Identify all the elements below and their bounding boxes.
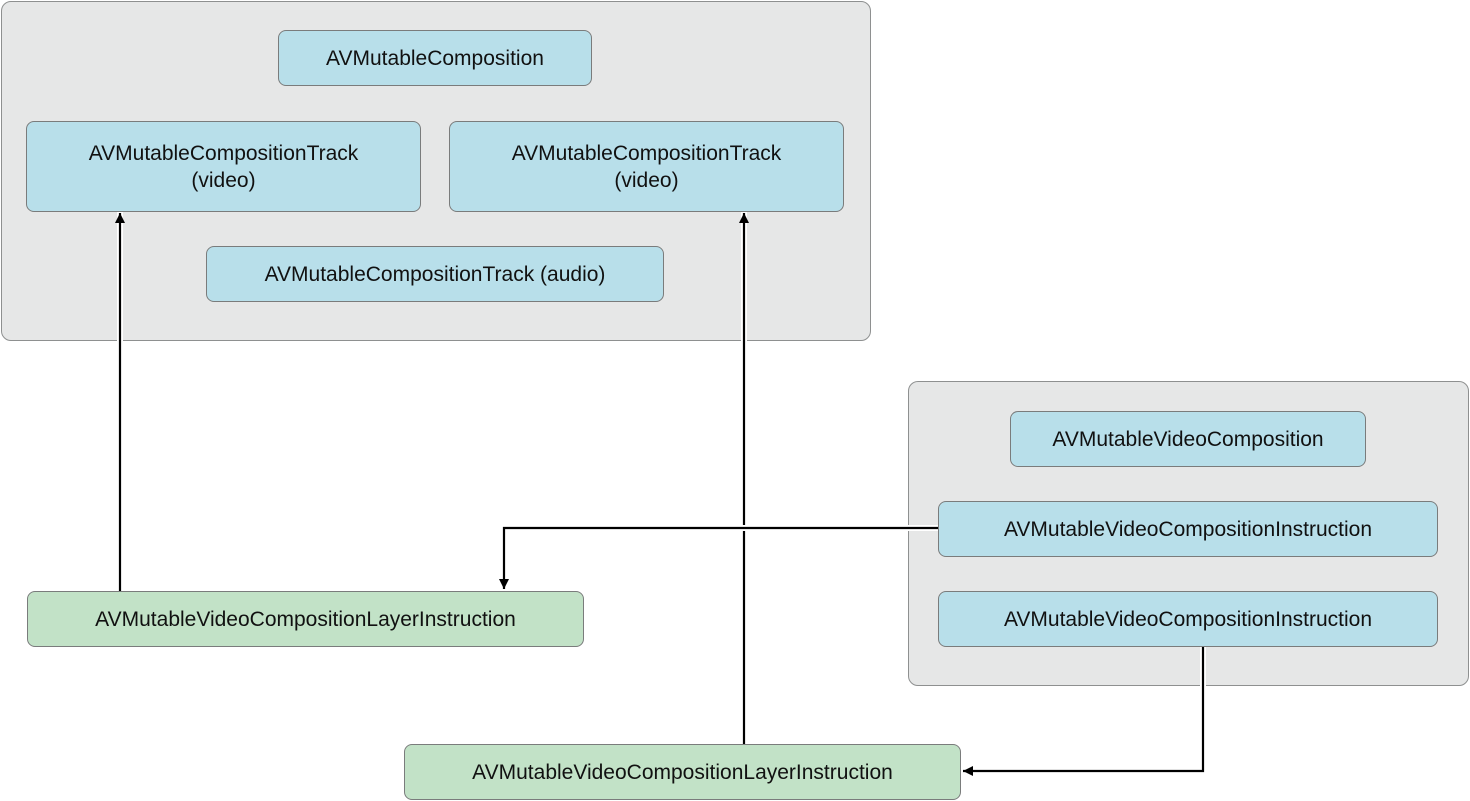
layer-instruction-box-1: AVMutableVideoCompositionLayerInstructio…	[27, 591, 584, 647]
video-composition-instruction-box-2: AVMutableVideoCompositionInstruction	[938, 591, 1438, 647]
av-mutable-video-composition-box: AVMutableVideoComposition	[1010, 411, 1366, 467]
video-track-box-2: AVMutableCompositionTrack (video)	[449, 121, 844, 212]
audio-track-box: AVMutableCompositionTrack (audio)	[206, 246, 664, 302]
video-track-1-name: AVMutableCompositionTrack	[88, 141, 359, 165]
av-mutable-composition-label: AVMutableComposition	[326, 46, 544, 70]
av-mutable-video-composition-label: AVMutableVideoComposition	[1052, 427, 1324, 451]
layer-instruction-2-label: AVMutableVideoCompositionLayerInstructio…	[472, 760, 893, 784]
video-composition-instruction-box-1: AVMutableVideoCompositionInstruction	[938, 501, 1438, 557]
video-track-2-name: AVMutableCompositionTrack	[511, 141, 782, 165]
video-composition-instruction-2-label: AVMutableVideoCompositionInstruction	[1003, 607, 1373, 631]
layer-instruction-1-label: AVMutableVideoCompositionLayerInstructio…	[95, 607, 516, 631]
video-track-2-type: (video)	[614, 168, 679, 192]
video-composition-instruction-1-label: AVMutableVideoCompositionInstruction	[1003, 517, 1373, 541]
av-mutable-composition-box: AVMutableComposition	[278, 30, 592, 86]
audio-track-label: AVMutableCompositionTrack (audio)	[264, 262, 606, 286]
arrow-instruction-1-to-layer-instruction-1	[499, 525, 938, 590]
video-track-box-1: AVMutableCompositionTrack (video)	[26, 121, 421, 212]
video-track-1-type: (video)	[191, 168, 256, 192]
layer-instruction-box-2: AVMutableVideoCompositionLayerInstructio…	[404, 744, 961, 800]
